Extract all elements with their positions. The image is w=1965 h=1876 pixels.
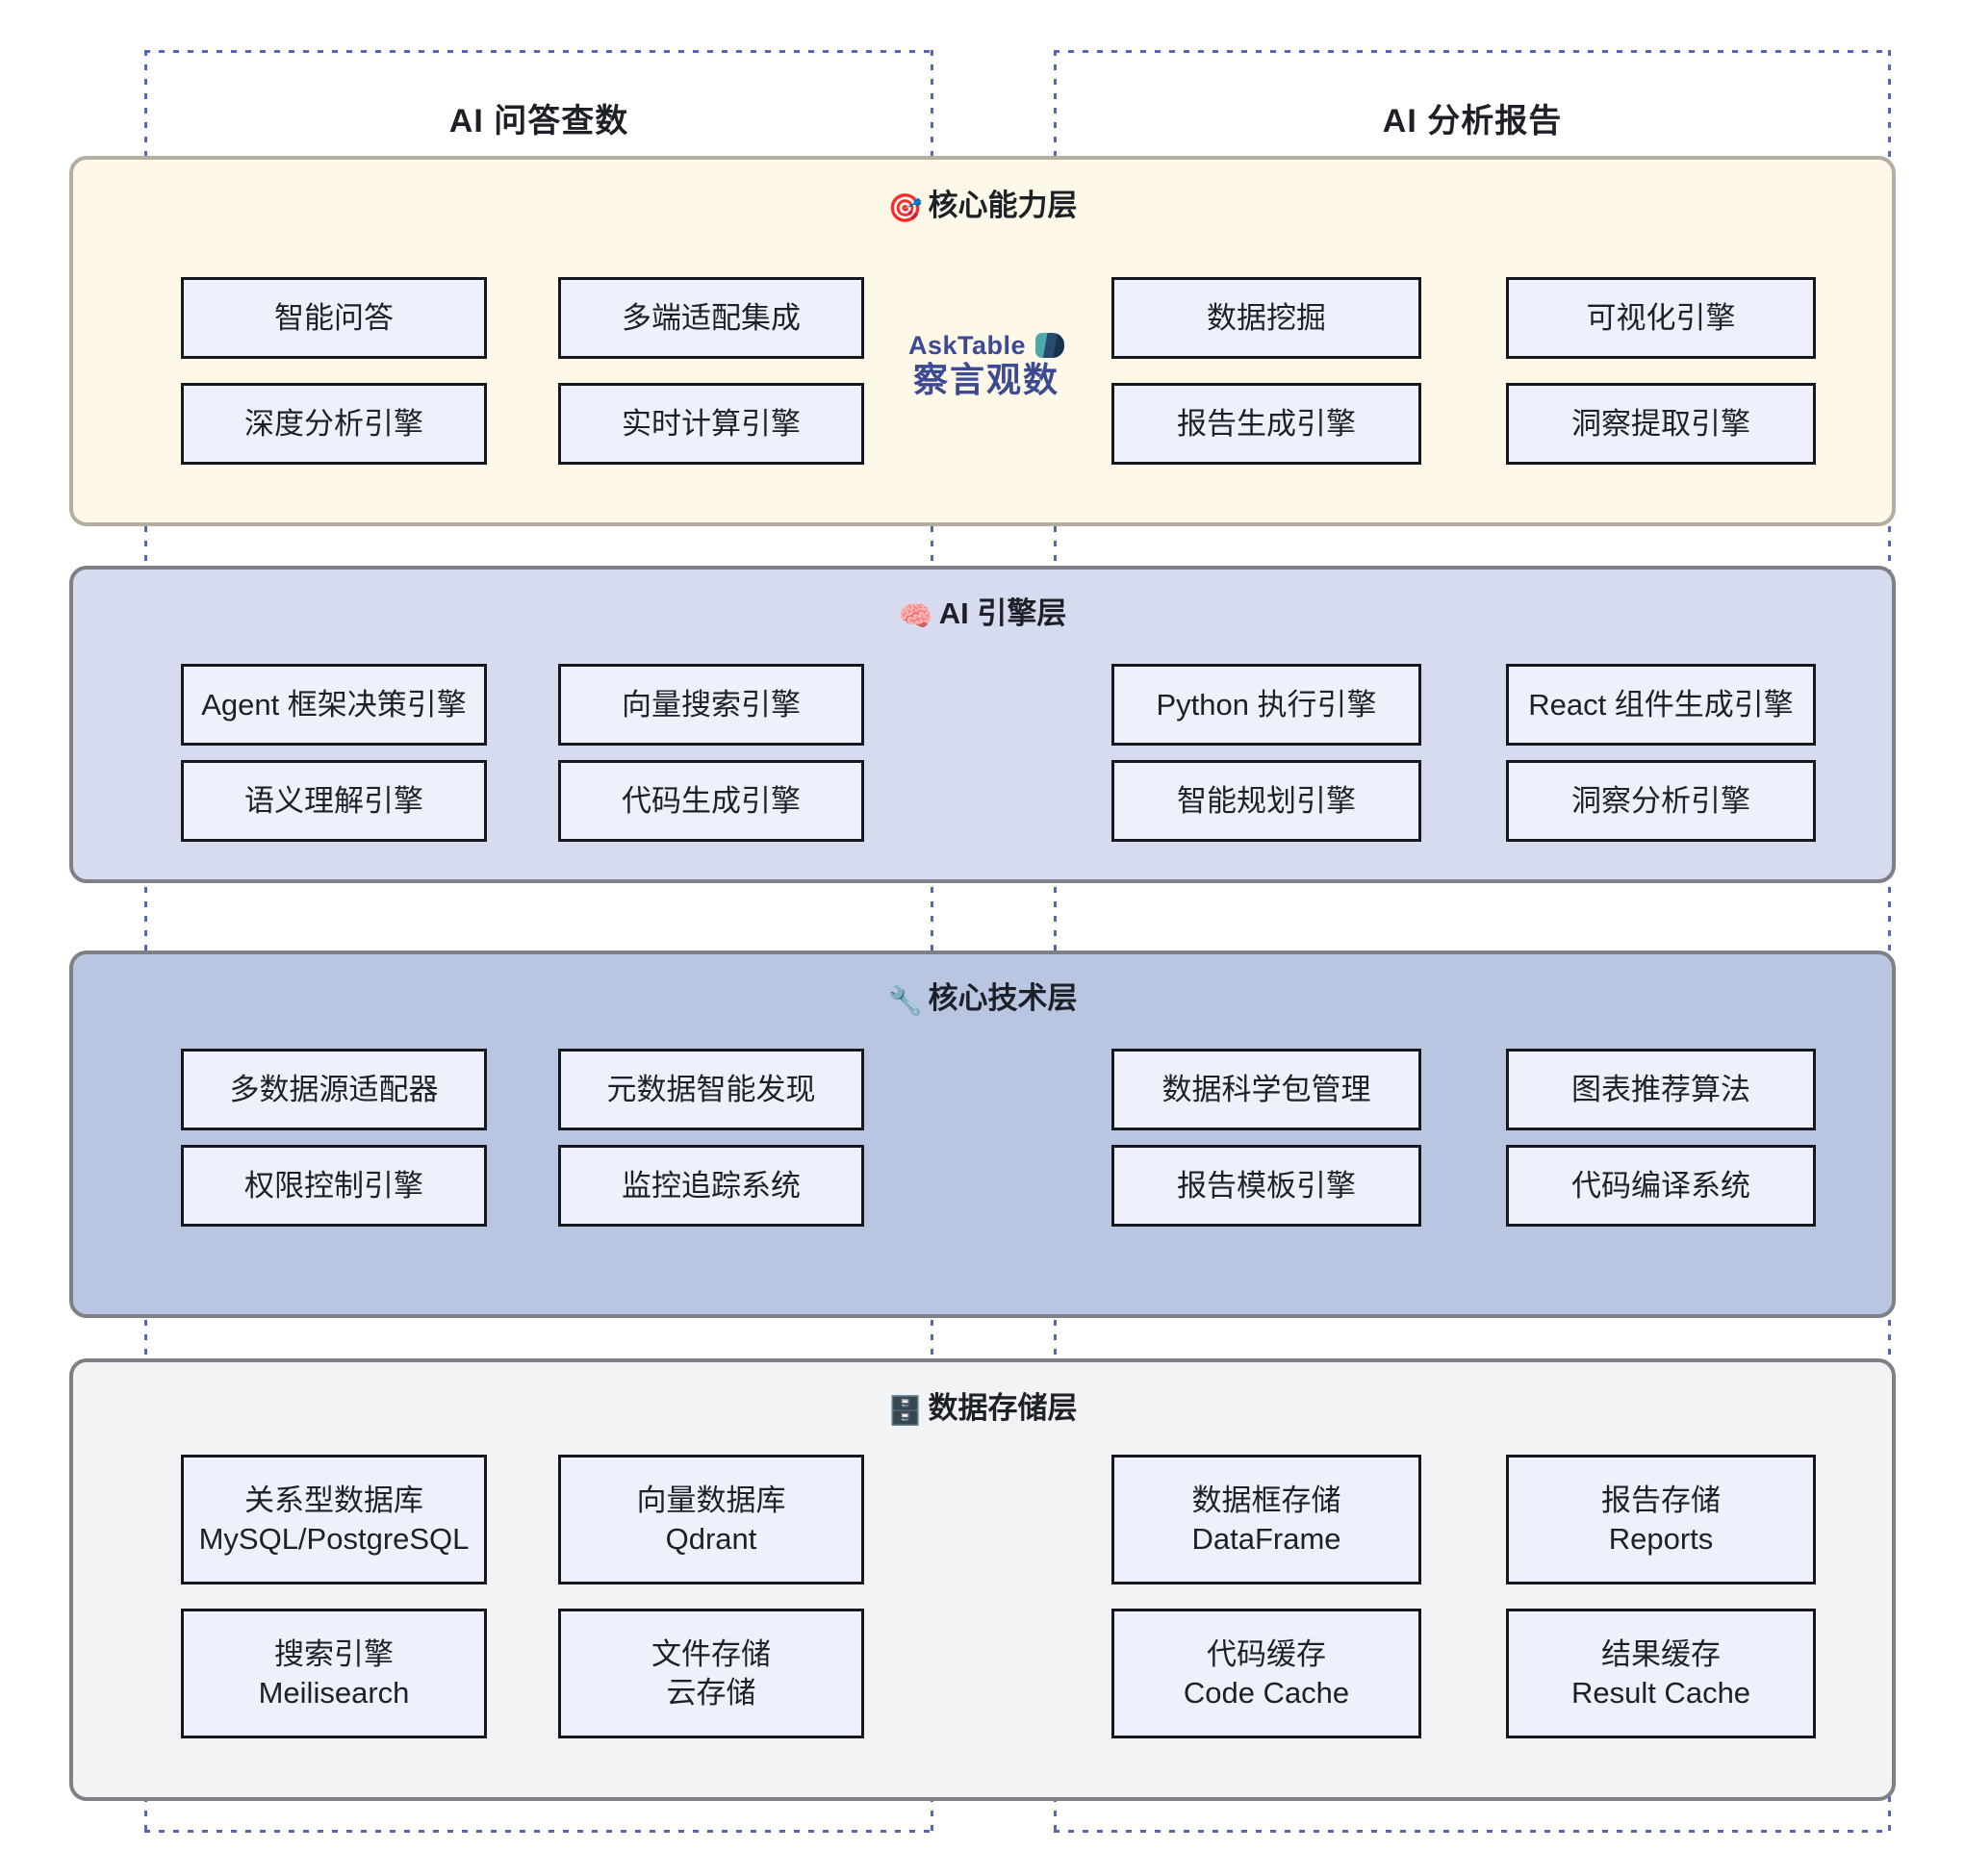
- capability-box[interactable]: 向量数据库 Qdrant: [558, 1455, 864, 1584]
- capability-box[interactable]: 权限控制引擎: [181, 1145, 487, 1227]
- capability-box-label: 洞察提取引擎: [1571, 406, 1750, 441]
- capability-box-label: 多端适配集成: [622, 300, 801, 335]
- brand-name: AskTable: [907, 330, 1027, 360]
- capability-box-sublabel: Qdrant: [665, 1521, 757, 1556]
- layer-title-label: AI 引擎层: [938, 596, 1067, 630]
- capability-box-label: 数据挖掘: [1207, 300, 1326, 335]
- capability-box-sublabel: DataFrame: [1191, 1521, 1341, 1556]
- capability-box-label: Python 执行引擎: [1156, 687, 1377, 722]
- capability-box[interactable]: 文件存储云存储: [558, 1609, 864, 1738]
- layer-title-core-technology: 🔧核心技术层: [73, 974, 1892, 1018]
- capability-box[interactable]: 代码缓存 Code Cache: [1111, 1609, 1421, 1738]
- capability-box[interactable]: Python 执行引擎: [1111, 664, 1421, 746]
- capability-box[interactable]: 可视化引擎: [1506, 277, 1816, 359]
- capability-box[interactable]: 数据挖掘: [1111, 277, 1421, 359]
- column-title-qa: AI 问答查数: [448, 103, 629, 139]
- capability-box-sublabel: MySQL/PostgreSQL: [198, 1521, 470, 1556]
- capability-box[interactable]: 洞察分析引擎: [1506, 760, 1816, 842]
- capability-box-label: 文件存储: [651, 1636, 771, 1671]
- capability-box[interactable]: 洞察提取引擎: [1506, 383, 1816, 465]
- capability-box-label: 权限控制引擎: [244, 1168, 423, 1203]
- capability-box[interactable]: 多端适配集成: [558, 277, 864, 359]
- capability-box[interactable]: 报告生成引擎: [1111, 383, 1421, 465]
- capability-box-label: 代码缓存: [1207, 1636, 1326, 1671]
- capability-box[interactable]: 多数据源适配器: [181, 1049, 487, 1130]
- layer-title-data-storage: 🗄️数据存储层: [73, 1383, 1892, 1428]
- layer-title-label: 核心技术层: [928, 981, 1078, 1015]
- column-guide-bottom-edge: [1054, 1830, 1891, 1833]
- column-title-report: AI 分析报告: [1382, 103, 1563, 139]
- capability-box[interactable]: React 组件生成引擎: [1506, 664, 1816, 746]
- capability-box-label: 报告生成引擎: [1177, 406, 1356, 441]
- capability-box-label: 代码生成引擎: [622, 783, 801, 818]
- capability-box-label: 深度分析引擎: [244, 406, 423, 441]
- capability-box-label: 报告存储: [1601, 1483, 1721, 1517]
- capability-box-label: 元数据智能发现: [606, 1072, 816, 1106]
- capability-box[interactable]: 监控追踪系统: [558, 1145, 864, 1227]
- layer-title-ai-engine: 🧠AI 引擎层: [73, 589, 1892, 633]
- capability-box-sublabel: Meilisearch: [258, 1675, 410, 1710]
- capability-box[interactable]: 报告存储 Reports: [1506, 1455, 1816, 1584]
- layer-core-technology: 🔧核心技术层: [69, 951, 1896, 1318]
- capability-box-label: 向量搜索引擎: [622, 687, 801, 722]
- capability-box-sublabel: 云存储: [666, 1675, 756, 1710]
- capability-box[interactable]: 智能规划引擎: [1111, 760, 1421, 842]
- capability-box[interactable]: 数据科学包管理: [1111, 1049, 1421, 1130]
- capability-box[interactable]: 向量搜索引擎: [558, 664, 864, 746]
- column-guide-top-edge: [1054, 50, 1891, 53]
- capability-box-label: 实时计算引擎: [622, 406, 801, 441]
- layer-title-label: 核心能力层: [928, 189, 1078, 222]
- capability-box-label: 监控追踪系统: [622, 1168, 801, 1203]
- asktable-logo-mark-icon: [1035, 333, 1065, 359]
- capability-box[interactable]: 深度分析引擎: [181, 383, 487, 465]
- capability-box[interactable]: 实时计算引擎: [558, 383, 864, 465]
- brand-tagline: 察言观数: [912, 360, 1059, 401]
- capability-box-label: 语义理解引擎: [244, 783, 423, 818]
- capability-box-label: 智能规划引擎: [1177, 783, 1356, 818]
- capability-box-label: 图表推荐算法: [1571, 1072, 1750, 1106]
- layer-title-core-capability: 🎯核心能力层: [73, 181, 1892, 225]
- brain-icon: 🧠: [898, 601, 933, 632]
- capability-box[interactable]: 结果缓存 Result Cache: [1506, 1609, 1816, 1738]
- capability-box-label: 洞察分析引擎: [1571, 783, 1750, 818]
- capability-box-label: 多数据源适配器: [229, 1072, 439, 1106]
- capability-box[interactable]: 图表推荐算法: [1506, 1049, 1816, 1130]
- capability-box-label: 智能问答: [274, 300, 394, 335]
- capability-box-sublabel: Code Cache: [1183, 1675, 1350, 1710]
- capability-box[interactable]: 语义理解引擎: [181, 760, 487, 842]
- capability-box[interactable]: 代码生成引擎: [558, 760, 864, 842]
- capability-box-label: 搜索引擎: [274, 1636, 394, 1671]
- capability-box-label: 代码编译系统: [1571, 1168, 1750, 1203]
- capability-box-label: Agent 框架决策引擎: [201, 687, 467, 722]
- capability-box-label: 关系型数据库: [244, 1483, 423, 1517]
- capability-box[interactable]: 报告模板引擎: [1111, 1145, 1421, 1227]
- capability-box[interactable]: 数据框存储 DataFrame: [1111, 1455, 1421, 1584]
- wrench-icon: 🔧: [887, 986, 923, 1017]
- capability-box-label: 向量数据库: [636, 1483, 786, 1517]
- capability-box[interactable]: 智能问答: [181, 277, 487, 359]
- capability-box[interactable]: 搜索引擎 Meilisearch: [181, 1609, 487, 1738]
- capability-box-sublabel: Result Cache: [1570, 1675, 1751, 1710]
- capability-box-label: 可视化引擎: [1586, 300, 1736, 335]
- capability-box[interactable]: 元数据智能发现: [558, 1049, 864, 1130]
- capability-box[interactable]: 代码编译系统: [1506, 1145, 1816, 1227]
- column-guide-top-edge: [144, 50, 933, 53]
- capability-box-label: 数据框存储: [1191, 1483, 1341, 1517]
- target-icon: 🎯: [887, 193, 923, 224]
- capability-box-label: 数据科学包管理: [1161, 1072, 1371, 1106]
- capability-box[interactable]: 关系型数据库 MySQL/PostgreSQL: [181, 1455, 487, 1584]
- layer-title-label: 数据存储层: [928, 1391, 1078, 1425]
- capability-box-label: 结果缓存: [1601, 1636, 1721, 1671]
- file-cabinet-icon: 🗄️: [887, 1396, 923, 1427]
- brand-wordmark-row: AskTable: [907, 330, 1065, 360]
- column-guide-bottom-edge: [144, 1830, 933, 1833]
- capability-box-label: React 组件生成引擎: [1528, 687, 1794, 722]
- capability-box[interactable]: Agent 框架决策引擎: [181, 664, 487, 746]
- capability-box-sublabel: Reports: [1608, 1521, 1714, 1556]
- capability-box-label: 报告模板引擎: [1177, 1168, 1356, 1203]
